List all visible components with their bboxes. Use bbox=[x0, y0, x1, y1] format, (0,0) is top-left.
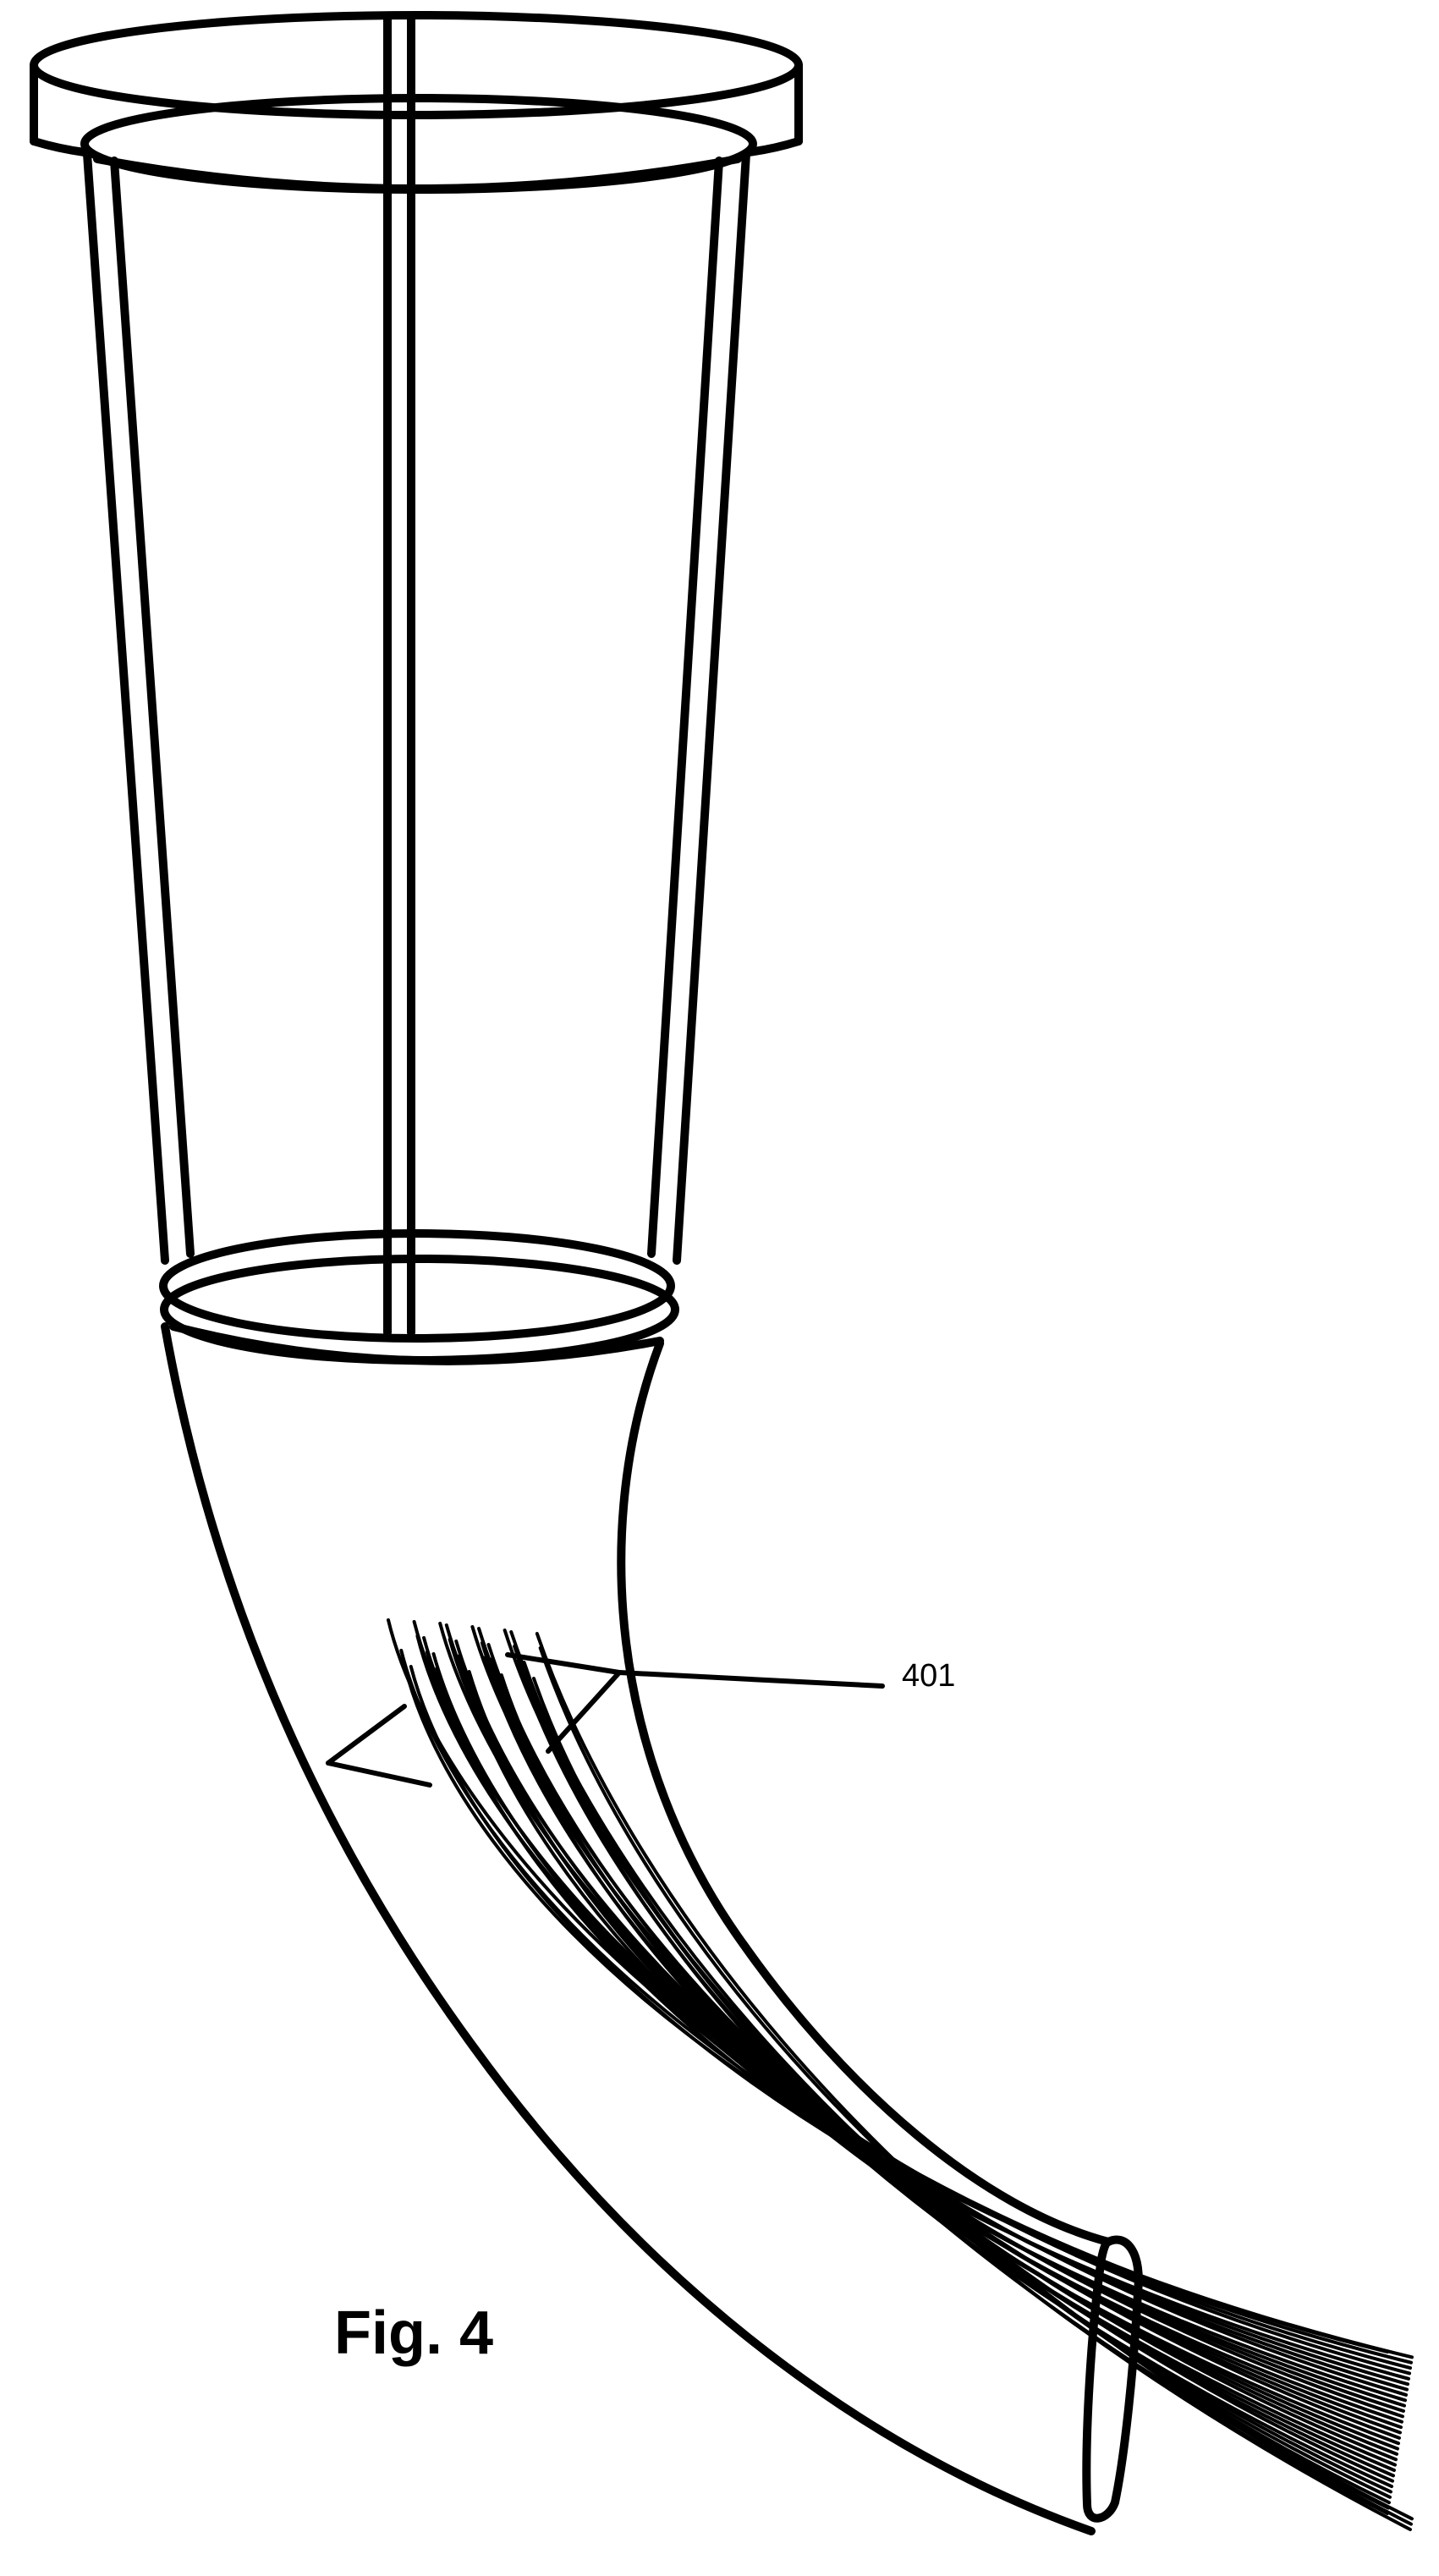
fiber-strand bbox=[401, 1651, 1411, 2363]
reference-numeral-401: 401 bbox=[902, 1660, 955, 1692]
fiber-strand bbox=[388, 1620, 1387, 2352]
fiber-strand bbox=[440, 1623, 1406, 2395]
fiber-strand bbox=[427, 1652, 1408, 2384]
top-flange bbox=[34, 15, 799, 152]
fiber-strand bbox=[437, 1668, 1405, 2400]
fiber-bundle bbox=[388, 1620, 1412, 2529]
fiber-strand bbox=[434, 1654, 1404, 2406]
chute-inner-wall bbox=[621, 1343, 1108, 2242]
cone-struts bbox=[87, 154, 746, 1261]
fiber-strand bbox=[424, 1638, 1407, 2390]
lower-ring bbox=[163, 1233, 675, 1361]
fiber-strand bbox=[459, 1656, 1401, 2427]
flange-bottom-front bbox=[34, 141, 85, 152]
fiber-strand bbox=[447, 1625, 1403, 2416]
fiber-strand bbox=[492, 1659, 1394, 2470]
fiber-strand bbox=[518, 1661, 1391, 2491]
indicator-bottom bbox=[328, 1763, 430, 1785]
indicator-left-diag bbox=[328, 1706, 404, 1763]
fiber-strand bbox=[411, 1667, 1409, 2379]
fiber-strand bbox=[527, 1677, 1388, 2508]
upper-ring-inner bbox=[97, 159, 738, 189]
center-rod bbox=[387, 19, 411, 1332]
figure-caption: Fig. 4 bbox=[334, 2303, 493, 2364]
chute-outer-wall bbox=[165, 1326, 1091, 2531]
leader-line bbox=[619, 1672, 882, 1686]
fiber-strand bbox=[417, 1636, 1410, 2368]
fiber-strand bbox=[505, 1630, 1392, 2481]
lower-ring-outer bbox=[163, 1233, 671, 1338]
fiber-strand bbox=[450, 1640, 1403, 2411]
fiber-strand bbox=[404, 1665, 1412, 2357]
curved-chute bbox=[165, 1326, 1139, 2531]
